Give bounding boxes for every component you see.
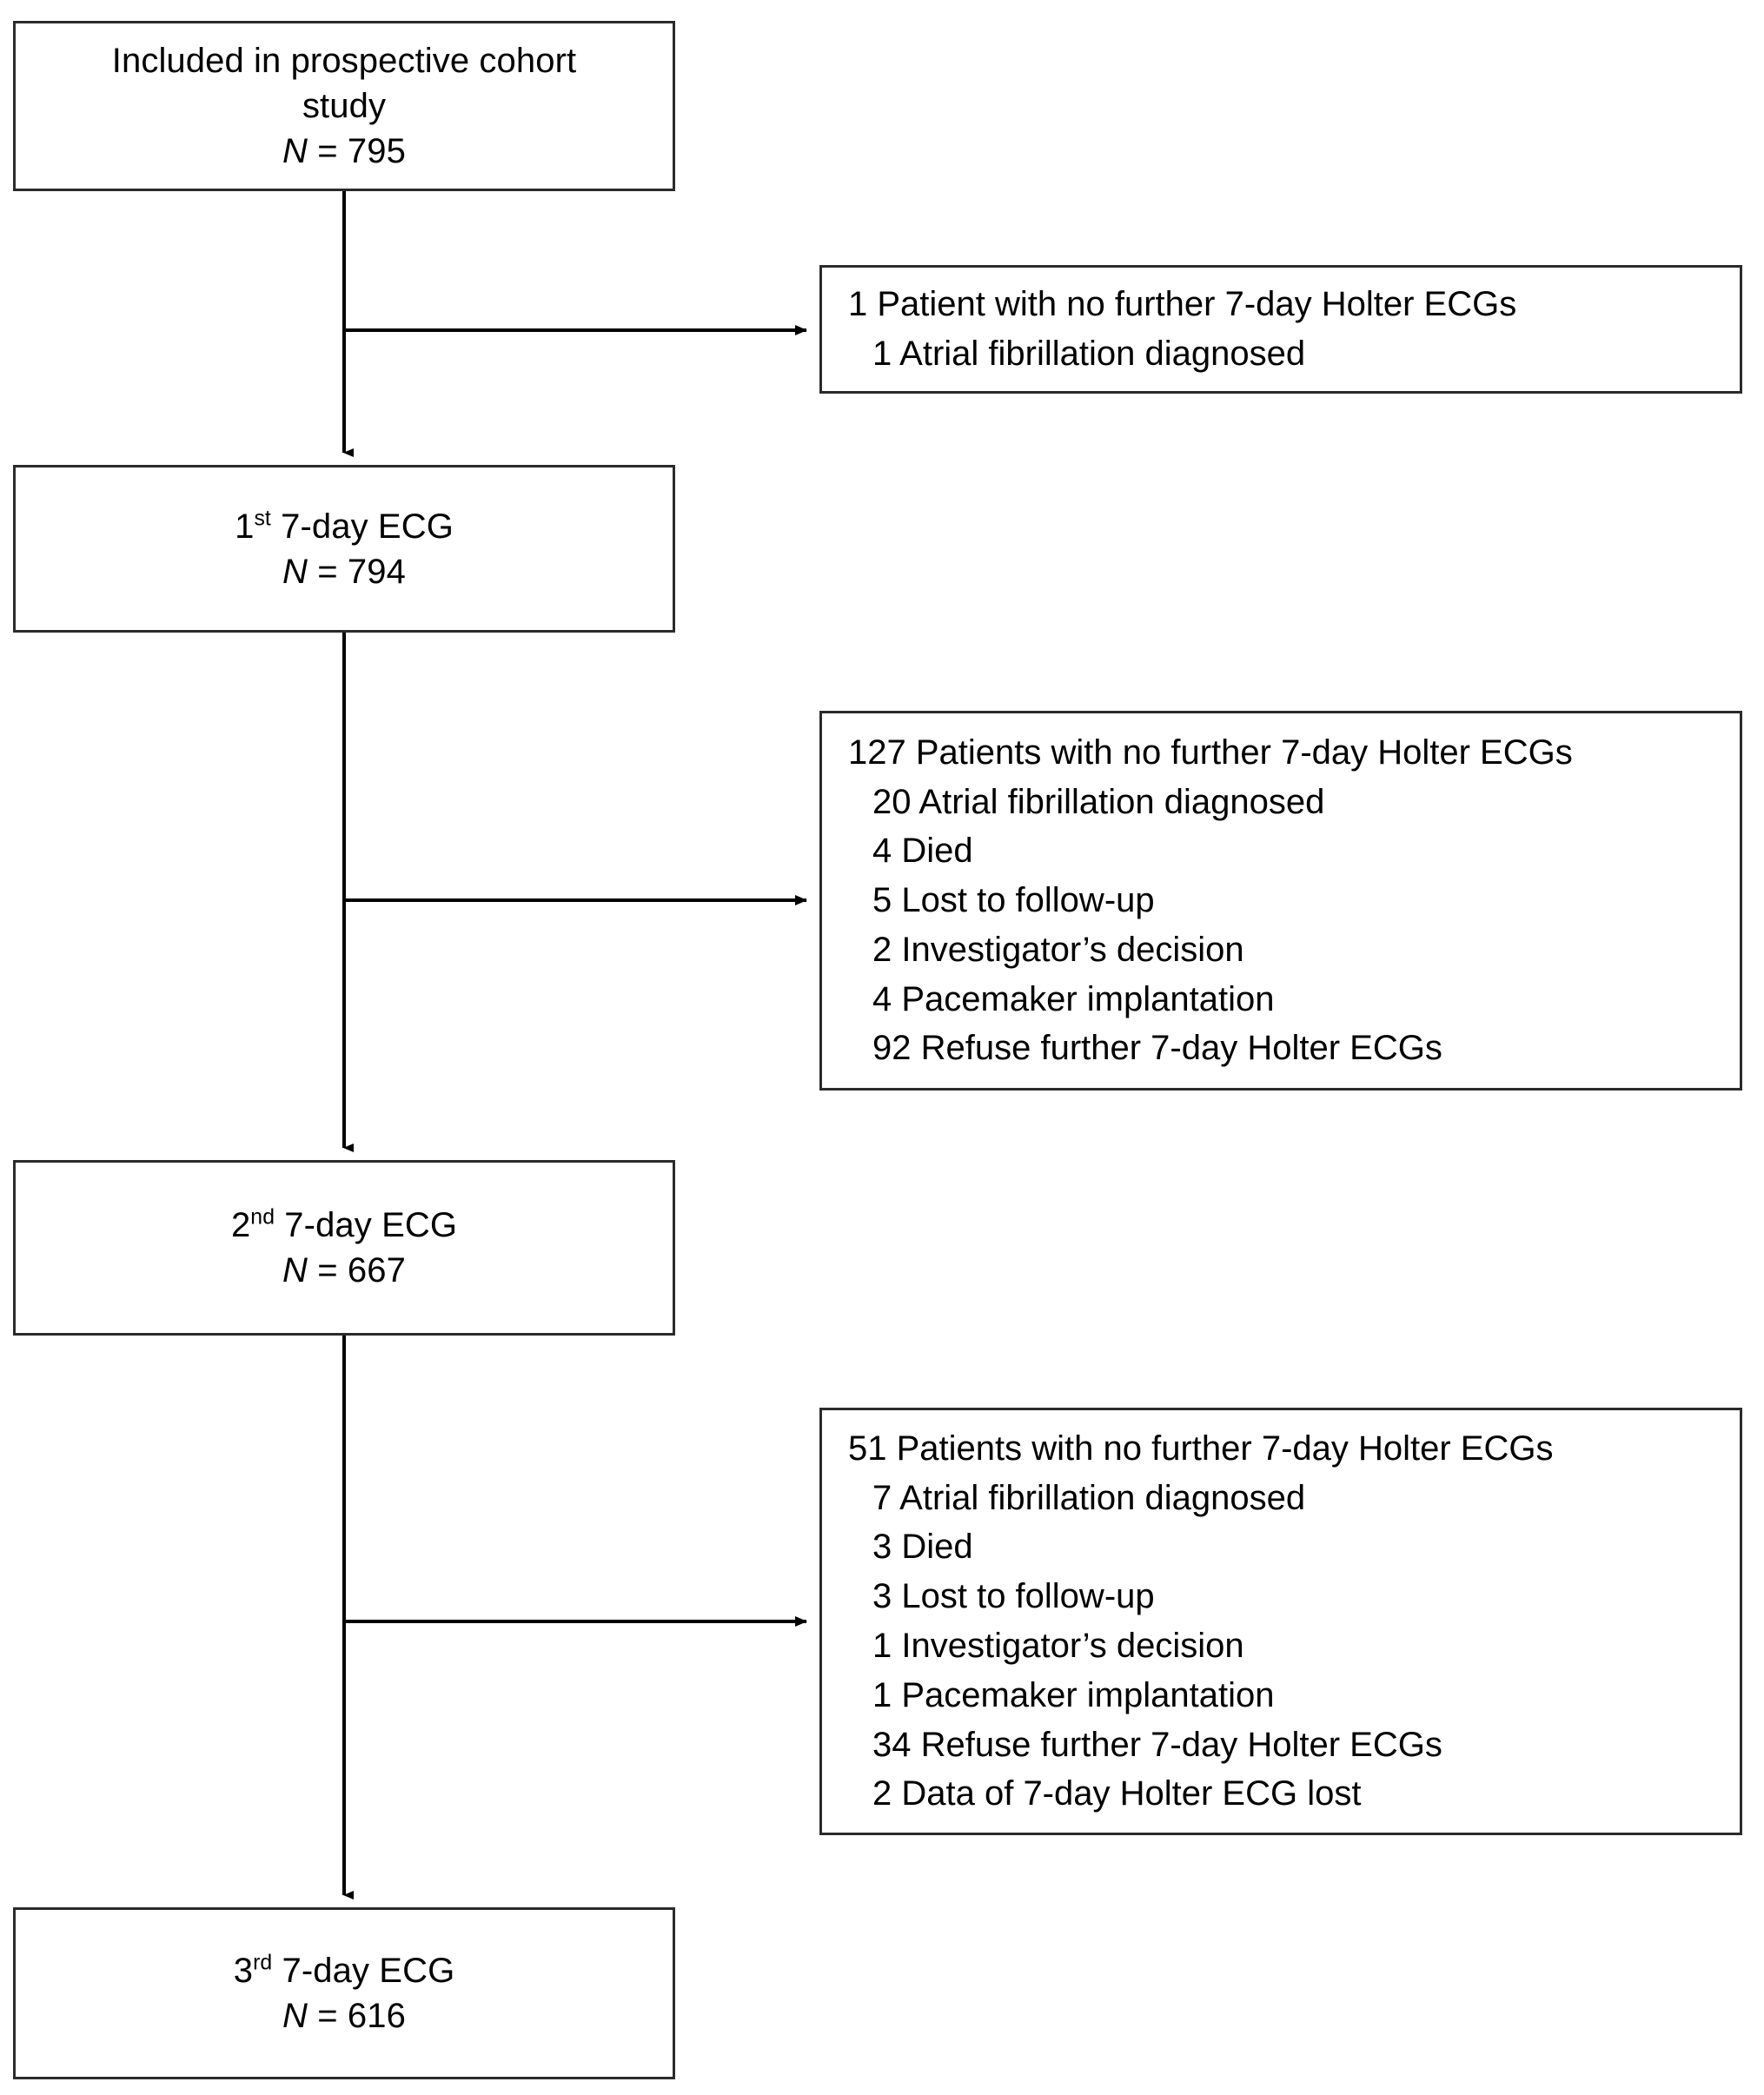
exclusion-3-item: 2 Data of 7-day Holter ECG lost [872, 1774, 1362, 1813]
node-ecg3-ordinal-suffix: rd [253, 1951, 273, 1975]
node-ecg3-n-value: 616 [347, 1997, 406, 2035]
exclusion-3-item: 7 Atrial fibrillation diagnosed [872, 1478, 1306, 1517]
exclusion-box-2: 127 Patients with no further 7-day Holte… [819, 711, 1742, 1091]
node-ecg2-n-symbol: N [282, 1251, 308, 1289]
node-ecg1-n-value: 794 [347, 552, 406, 591]
node-cohort: Included in prospective cohort study N =… [13, 21, 675, 191]
node-cohort-n-value: 795 [347, 132, 406, 170]
node-ecg2-label: 2nd 7-day ECG [231, 1203, 457, 1248]
node-cohort-n-symbol: N [282, 132, 308, 170]
node-ecg1-ordinal: 1 [235, 507, 255, 546]
node-ecg3-label-rest: 7-day ECG [272, 1952, 455, 1990]
exclusion-box-1: 1 Patient with no further 7-day Holter E… [819, 265, 1742, 394]
exclusion-3-item: 3 Died [872, 1528, 973, 1567]
node-ecg3: 3rd 7-day ECG N = 616 [13, 1907, 675, 2079]
node-ecg2: 2nd 7-day ECG N = 667 [13, 1160, 675, 1336]
node-ecg1-label-rest: 7-day ECG [270, 507, 454, 546]
exclusion-2-item: 4 Pacemaker implantation [872, 979, 1275, 1018]
node-ecg1-n-equals: = [308, 552, 348, 591]
node-ecg1-ordinal-suffix: st [254, 507, 271, 531]
node-cohort-line2: study [302, 87, 387, 125]
exclusion-3-item: 3 Lost to follow-up [872, 1577, 1155, 1616]
node-cohort-count: N = 795 [282, 129, 406, 174]
node-ecg3-n-equals: = [308, 1997, 348, 2035]
exclusion-3-item: 34 Refuse further 7-day Holter ECGs [872, 1725, 1442, 1764]
node-ecg1-label: 1st 7-day ECG [235, 504, 454, 549]
node-ecg3-count: N = 616 [282, 1993, 406, 2039]
exclusion-2-item: 2 Investigator’s decision [872, 930, 1244, 969]
node-ecg2-ordinal-suffix: nd [250, 1205, 275, 1230]
node-ecg3-ordinal: 3 [233, 1952, 254, 1990]
node-ecg2-n-value: 667 [347, 1251, 406, 1289]
exclusion-1-item: 1 Atrial fibrillation diagnosed [872, 335, 1306, 373]
node-cohort-n-equals: = [308, 132, 348, 170]
exclusion-2-item: 4 Died [872, 832, 973, 871]
exclusion-2-item: 20 Atrial fibrillation diagnosed [872, 782, 1325, 821]
exclusion-3-item: 1 Investigator’s decision [872, 1627, 1244, 1665]
exclusion-3-heading: 51 Patients with no further 7-day Holter… [848, 1429, 1554, 1468]
node-ecg3-label: 3rd 7-day ECG [234, 1948, 455, 1993]
node-ecg2-count: N = 667 [282, 1248, 406, 1293]
node-ecg1: 1st 7-day ECG N = 794 [13, 465, 675, 633]
node-cohort-line1: Included in prospective cohort [111, 42, 577, 80]
node-ecg1-count: N = 794 [282, 549, 406, 594]
node-ecg3-n-symbol: N [282, 1997, 308, 2035]
exclusion-1-heading: 1 Patient with no further 7-day Holter E… [848, 285, 1517, 324]
exclusion-2-heading: 127 Patients with no further 7-day Holte… [848, 733, 1573, 772]
exclusion-2-item: 5 Lost to follow-up [872, 881, 1155, 920]
exclusion-2-item: 92 Refuse further 7-day Holter ECGs [872, 1029, 1442, 1068]
node-ecg2-n-equals: = [308, 1251, 348, 1289]
node-ecg1-n-symbol: N [282, 552, 308, 591]
node-ecg2-ordinal: 2 [230, 1206, 251, 1244]
exclusion-box-3: 51 Patients with no further 7-day Holter… [819, 1408, 1742, 1835]
exclusion-3-item: 1 Pacemaker implantation [872, 1675, 1275, 1714]
node-ecg2-label-rest: 7-day ECG [275, 1206, 458, 1244]
